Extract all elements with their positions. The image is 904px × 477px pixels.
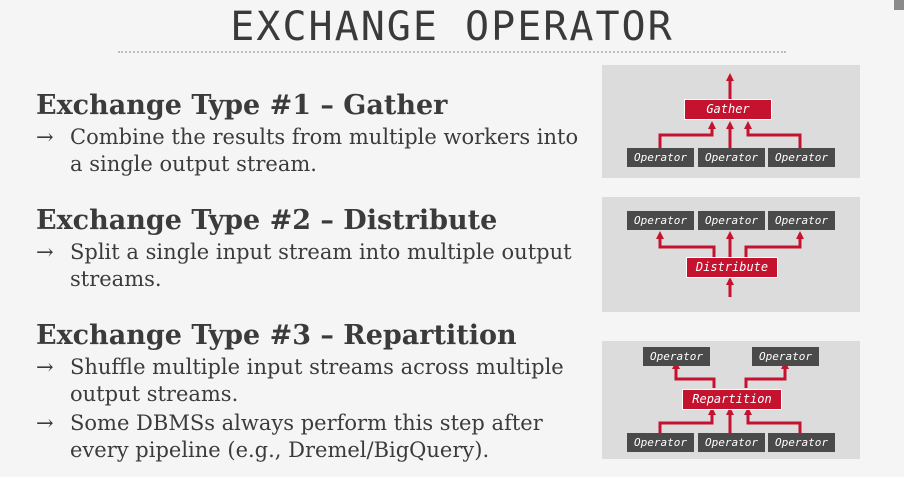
distribute-exchange-box: Distribute bbox=[686, 257, 778, 278]
bullet-text: Split a single input stream into multipl… bbox=[70, 240, 572, 291]
repartition-exchange-box: Repartition bbox=[682, 389, 782, 410]
operator-box: Operator bbox=[698, 148, 765, 167]
bullet-arrow-icon: → bbox=[36, 355, 54, 379]
slide-title: EXCHANGE OPERATOR bbox=[230, 4, 674, 50]
bullet-arrow-icon: → bbox=[36, 240, 54, 264]
input-operator-box: Operator bbox=[627, 433, 694, 452]
operator-box: Operator bbox=[768, 148, 835, 167]
gather-arrows bbox=[658, 73, 802, 148]
bullet-text: Shuffle multiple input streams across mu… bbox=[70, 355, 564, 406]
bullet-item: → Shuffle multiple input streams across … bbox=[36, 354, 586, 408]
section-heading: Exchange Type #3 – Repartition bbox=[36, 320, 517, 351]
bullet-arrow-icon: → bbox=[36, 411, 54, 435]
slide-corner-marker bbox=[894, 0, 904, 10]
gather-diagram: Gather Operator Operator Operator bbox=[602, 65, 860, 178]
gather-exchange-box: Gather bbox=[684, 99, 772, 120]
section-repartition: Exchange Type #3 – Repartition → Shuffle… bbox=[36, 320, 586, 464]
operator-box: Operator bbox=[768, 211, 835, 230]
operator-box: Operator bbox=[627, 211, 694, 230]
bullet-text: Some DBMSs always perform this step afte… bbox=[70, 411, 543, 462]
section-gather: Exchange Type #1 – Gather → Combine the … bbox=[36, 90, 586, 178]
section-heading: Exchange Type #2 – Distribute bbox=[36, 205, 498, 236]
distribute-diagram: Operator Operator Operator Distribute bbox=[602, 197, 860, 312]
bullet-arrow-icon: → bbox=[36, 125, 54, 149]
bullet-item: → Combine the results from multiple work… bbox=[36, 124, 586, 178]
operator-box: Operator bbox=[698, 211, 765, 230]
output-operator-box: Operator bbox=[752, 347, 819, 366]
input-operator-box: Operator bbox=[768, 433, 835, 452]
repartition-arrows bbox=[658, 361, 802, 433]
section-heading: Exchange Type #1 – Gather bbox=[36, 90, 448, 121]
operator-box: Operator bbox=[627, 148, 694, 167]
bullet-text: Combine the results from multiple worker… bbox=[70, 125, 579, 176]
section-distribute: Exchange Type #2 – Distribute → Split a … bbox=[36, 205, 586, 293]
distribute-arrows bbox=[656, 231, 804, 297]
output-operator-box: Operator bbox=[643, 347, 710, 366]
bullet-item: → Some DBMSs always perform this step af… bbox=[36, 410, 586, 464]
input-operator-box: Operator bbox=[698, 433, 765, 452]
title-divider bbox=[118, 51, 786, 53]
repartition-diagram: Operator Operator Repartition Operator O… bbox=[602, 341, 860, 459]
bullet-item: → Split a single input stream into multi… bbox=[36, 239, 586, 293]
